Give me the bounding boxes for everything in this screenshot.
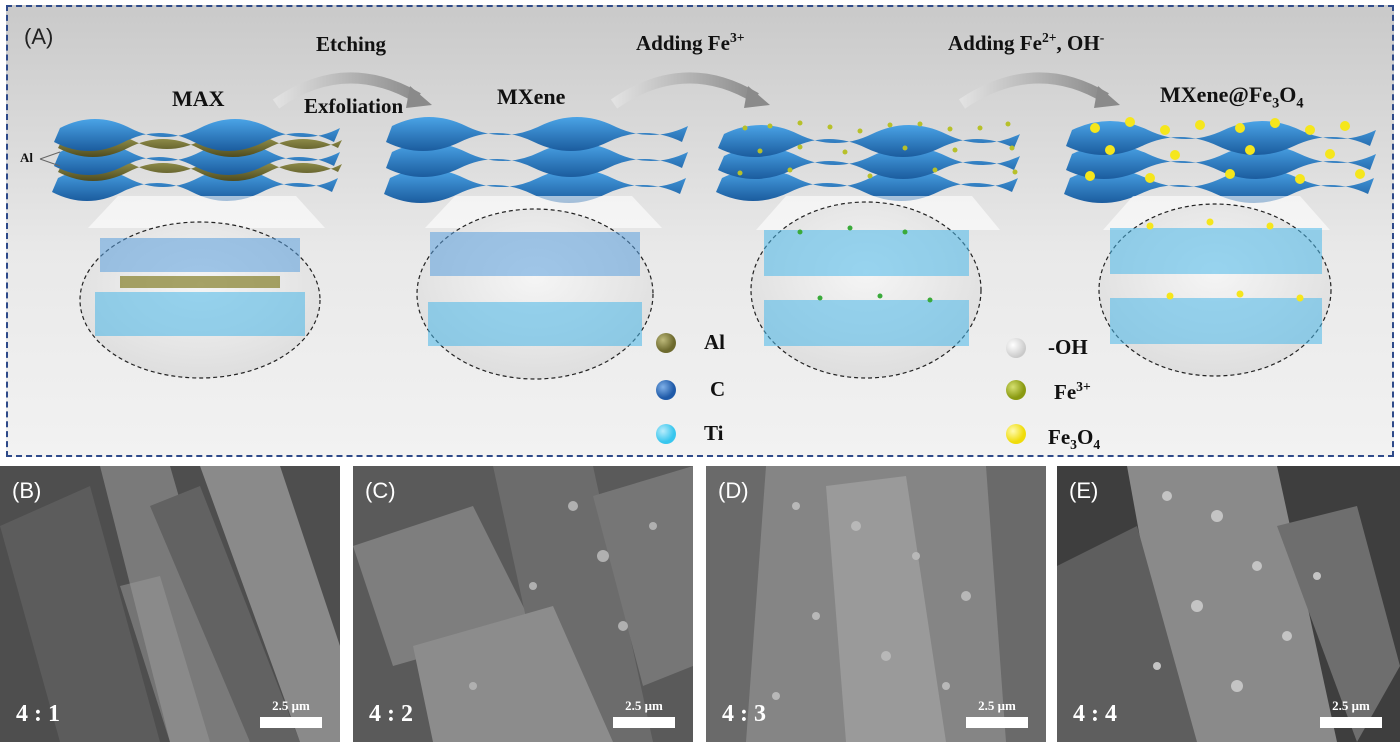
arrow-fe3-head [744, 86, 770, 108]
step-exfoliation: Exfoliation [304, 94, 404, 118]
sem-ratio-b: 4 : 1 [16, 701, 60, 727]
sem-label-c: (C) [365, 478, 396, 503]
legend-al-label: Al [704, 330, 725, 354]
scale-text-d: 2.5 μm [978, 698, 1016, 713]
sem-image-c [353, 466, 693, 742]
legend-fe3-dot [1006, 380, 1026, 400]
legend-c-label: C [710, 377, 726, 401]
sem-panel-d: (D) 4 : 3 2.5 μm [706, 466, 1046, 742]
sem-image-e [1057, 466, 1400, 742]
step-adding-fe3: Adding Fe3+ [636, 30, 745, 55]
scale-bar-b: 2.5 μm [260, 698, 322, 728]
sem-image-d [706, 466, 1046, 742]
scale-bar-e: 2.5 μm [1320, 698, 1382, 728]
sem-ratio-c: 4 : 2 [369, 701, 413, 727]
stage-title-mxene-fe3o4: MXene@Fe3O4 [1160, 82, 1304, 112]
sem-image-b [0, 466, 340, 742]
al-layer-marker: Al [20, 150, 33, 165]
panel-a-label: (A) [24, 24, 54, 49]
mxene-fe3o4-layer-stack [1064, 117, 1376, 203]
legend-oh-label: -OH [1048, 335, 1088, 359]
scale-text-c: 2.5 μm [625, 698, 663, 713]
arrow-fe3 [610, 72, 759, 109]
sem-panel-c: (C) 4 : 2 2.5 μm [353, 466, 693, 742]
sem-label-b: (B) [12, 478, 42, 503]
sem-ratio-d: 4 : 3 [722, 701, 766, 727]
sem-panel-b: (B) 4 : 1 2.5 μm [0, 466, 340, 742]
arrow-etching [272, 72, 421, 109]
sem-ratio-e: 4 : 4 [1073, 701, 1117, 727]
arrow-fe2 [958, 72, 1109, 109]
mxene-layer-stack [384, 117, 688, 203]
legend-fe3o4-dot [1006, 424, 1026, 444]
scale-bar-d: 2.5 μm [966, 698, 1028, 728]
step-etching: Etching [316, 32, 387, 56]
legend-fe3o4-label: Fe3O4 [1048, 425, 1101, 453]
legend-c-dot [656, 380, 676, 400]
legend-al-dot [656, 333, 676, 353]
lens-mxene-fe3o4 [1098, 196, 1332, 377]
legend-ti-label: Ti [704, 421, 724, 445]
sem-label-e: (E) [1069, 478, 1099, 503]
scale-text-e: 2.5 μm [1332, 698, 1370, 713]
scale-bar-c: 2.5 μm [613, 698, 675, 728]
scale-text-b: 2.5 μm [272, 698, 310, 713]
sem-panel-e: (E) 4 : 4 2.5 μm [1057, 466, 1400, 742]
lens-mxene-fe3 [750, 196, 1000, 379]
arrow-etching-head [406, 86, 432, 108]
lens-mxene [416, 196, 662, 380]
stage-title-max: MAX [172, 86, 225, 111]
legend-fe3-label: Fe3+ [1054, 379, 1091, 404]
max-layer-stack [39, 119, 342, 201]
lens-max [79, 196, 325, 379]
sem-label-d: (D) [718, 478, 749, 503]
arrow-fe2-head [1094, 86, 1120, 108]
stage-title-mxene: MXene [497, 84, 566, 109]
legend-ti-dot [656, 424, 676, 444]
step-adding-fe2-oh: Adding Fe2+, OH- [948, 30, 1105, 55]
legend-oh-dot [1006, 338, 1026, 358]
mxene-fe3-layer-stack [716, 120, 1020, 201]
